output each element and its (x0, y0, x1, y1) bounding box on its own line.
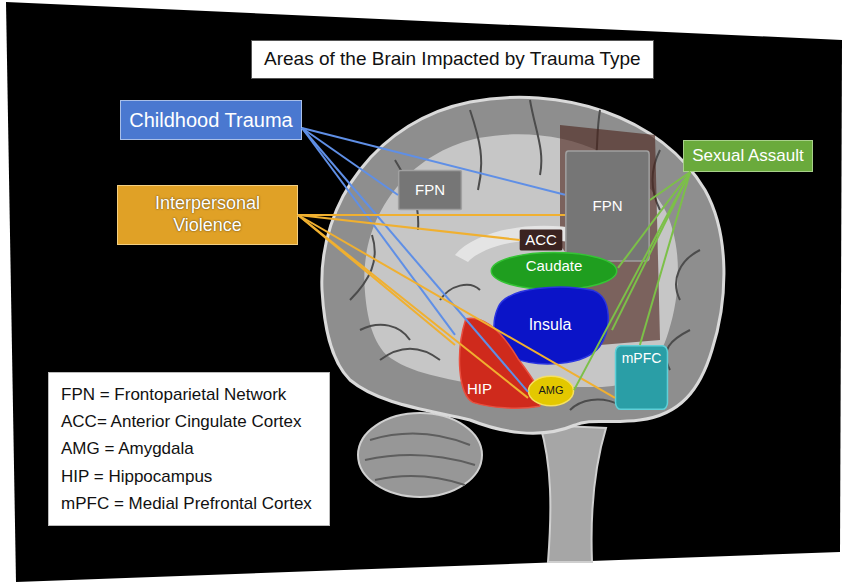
brain-region: ACC (520, 230, 562, 250)
connector-line (298, 215, 528, 398)
connector-line (650, 172, 690, 200)
brain-sulci (350, 100, 700, 410)
legend-text: mPFC = Medial Prefrontal Cortex (61, 490, 312, 517)
slide-background (6, 2, 842, 582)
cerebellum (358, 413, 482, 497)
connector-line (302, 128, 398, 195)
connector-line (298, 214, 565, 216)
node-label: Caudate (526, 257, 583, 275)
region-fill (566, 151, 649, 261)
node-label: Interpersonal Violence (126, 193, 289, 236)
cerebellum-folia (365, 434, 475, 485)
region-fill (528, 376, 573, 405)
node-label: Childhood Trauma (129, 108, 292, 132)
node-label: AMG (538, 384, 563, 397)
trauma-box: Childhood Trauma (120, 100, 302, 140)
node-label: FPN (415, 181, 445, 199)
legend-text: AMG = Amygdala (61, 435, 194, 462)
legend-text: ACC= Anterior Cingulate Cortex (61, 408, 301, 435)
connector-line (574, 172, 690, 390)
connector-line (618, 172, 690, 268)
node-label: Sexual Assault (692, 146, 804, 166)
connector-line (302, 128, 565, 195)
node-label: Insula (529, 315, 572, 334)
connector-line (298, 215, 615, 398)
cerebrum (322, 97, 724, 433)
region-fill (520, 230, 561, 250)
connector-line (298, 215, 520, 240)
region-fill (616, 346, 668, 410)
connector-line (298, 215, 455, 345)
trauma-box: Sexual Assault (683, 140, 813, 172)
brain-region: FPN (398, 170, 462, 210)
legend-text: FPN = Frontoparietal Network (61, 381, 286, 408)
brainstem (540, 425, 606, 562)
node-label: mPFC (622, 350, 662, 367)
node-label: FPN (593, 197, 623, 215)
brain-region: mPFC (615, 345, 668, 410)
slide-title: Areas of the Brain Impacted by Trauma Ty… (251, 40, 654, 79)
brain-region: AMG (528, 376, 574, 406)
legend-text: HIP = Hippocampus (61, 463, 212, 490)
brain-region: Caudate (490, 252, 618, 290)
legend-box: FPN = Frontoparietal NetworkACC= Anterio… (48, 372, 330, 526)
brain-region: FPN (565, 150, 650, 262)
connector-line (302, 128, 528, 392)
connector-line (302, 128, 455, 335)
connector-line (640, 172, 690, 345)
node-label: HIP (467, 380, 492, 398)
node-label: ACC (525, 231, 557, 249)
connector-line (612, 172, 690, 330)
trauma-box: Interpersonal Violence (117, 185, 298, 245)
region-fill (491, 252, 616, 289)
region-fill (399, 170, 462, 209)
